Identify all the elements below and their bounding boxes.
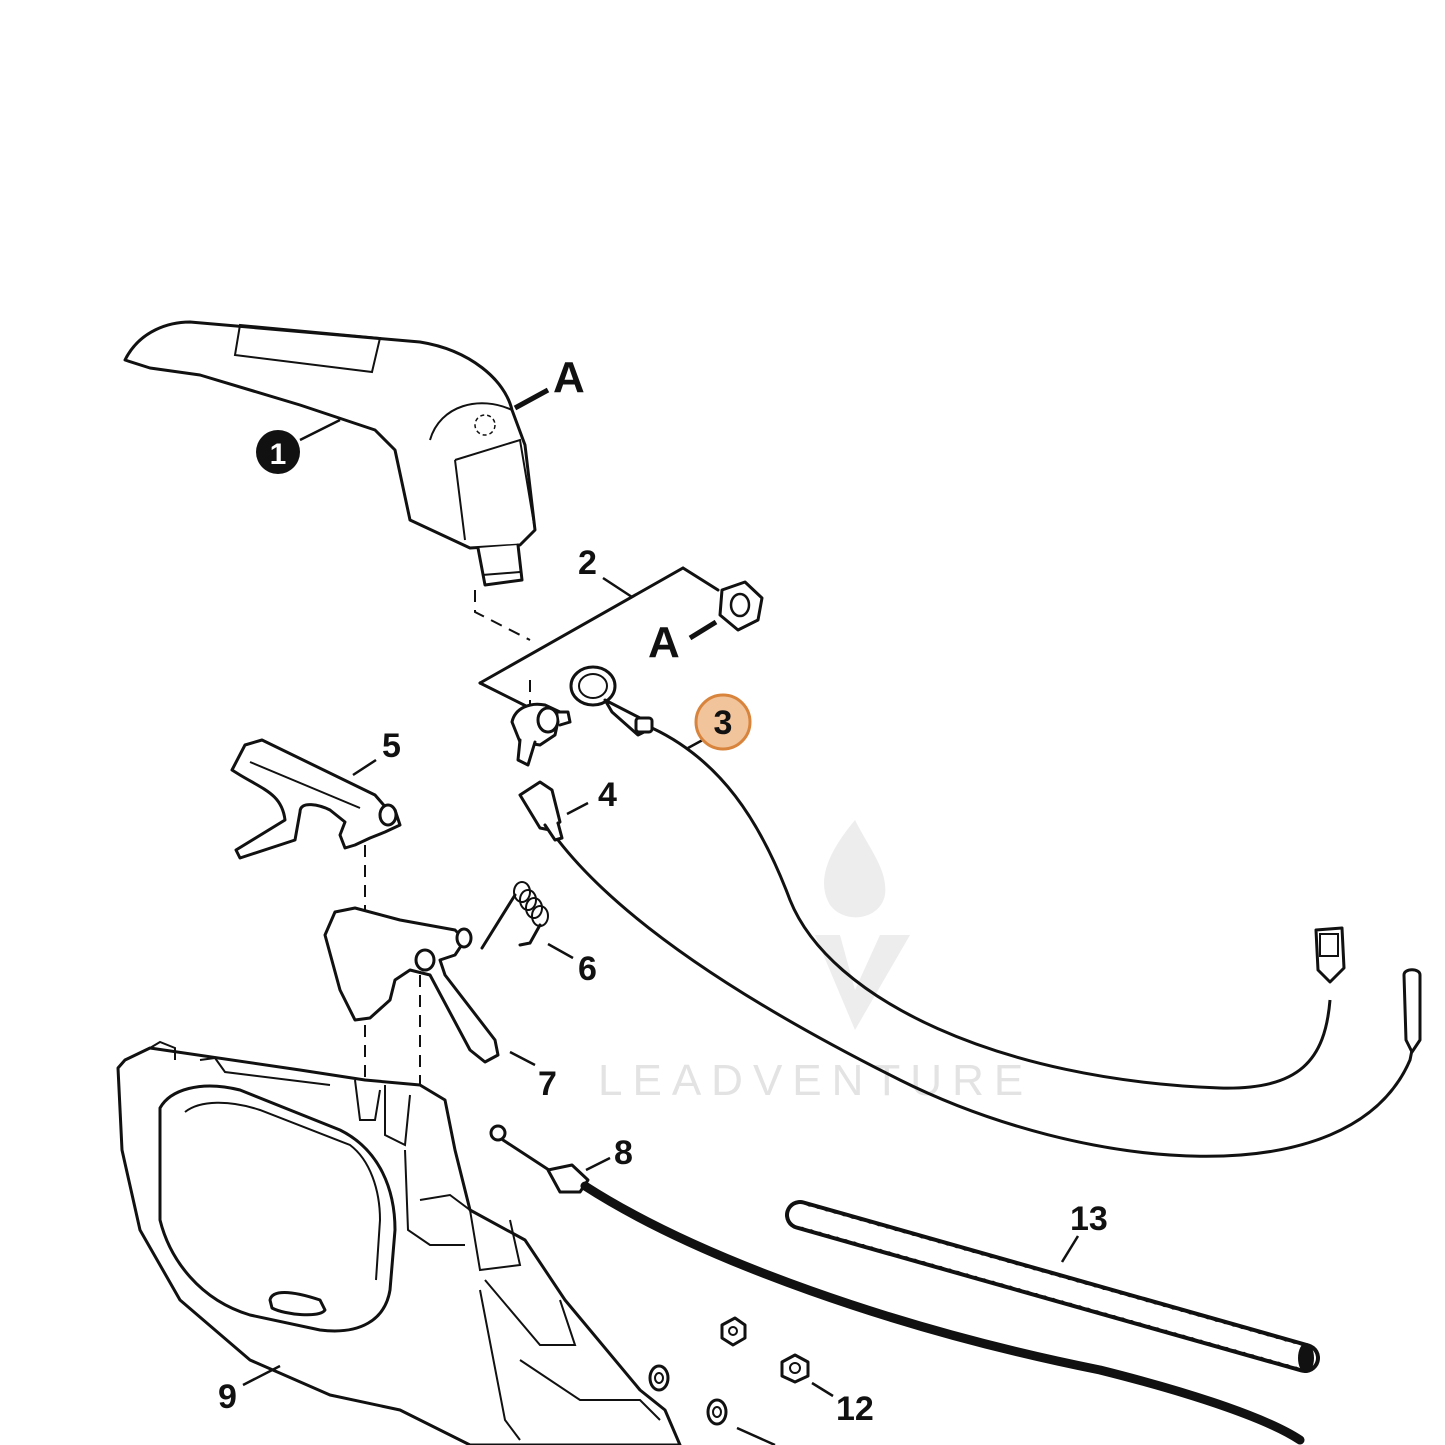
part-7-throttle-trigger[interactable] [323, 906, 500, 1064]
part-12-nuts[interactable] [648, 1316, 810, 1445]
callout-8[interactable]: 8 [614, 1134, 633, 1172]
callout-3-highlight[interactable]: 3 [687, 693, 752, 751]
part-5-throttle-lock[interactable] [230, 738, 402, 860]
part-13-corrugated-hose[interactable] [785, 1200, 1320, 1373]
callout-1[interactable]: 1 [256, 418, 341, 474]
leader-9 [242, 1364, 281, 1387]
leader-13 [1060, 1235, 1080, 1263]
leader-4 [566, 801, 589, 816]
part-8-throttle-cable[interactable] [489, 1124, 1305, 1445]
part-6-torsion-spring[interactable] [480, 881, 549, 950]
nut-part[interactable] [718, 580, 764, 632]
leader-5 [352, 758, 377, 777]
callout-5[interactable]: 5 [382, 727, 401, 765]
part-9-rear-handle[interactable] [116, 1040, 682, 1445]
callout-a-mid[interactable]: A [648, 618, 718, 667]
watermark-text: LEADVENTURE [598, 1056, 1033, 1105]
part-1-handle-cover[interactable] [123, 320, 537, 587]
part-4-short-circuit-wire[interactable] [518, 780, 1422, 1158]
callout-9[interactable]: 9 [218, 1378, 237, 1416]
callout-6[interactable]: 6 [578, 950, 597, 988]
callout-a-top[interactable]: A [513, 353, 585, 411]
leader-7 [509, 1050, 536, 1067]
callout-2[interactable]: 2 [578, 544, 597, 582]
callout-7[interactable]: 7 [538, 1065, 557, 1103]
callout-4[interactable]: 4 [598, 776, 617, 814]
svg-text:A: A [648, 618, 680, 667]
svg-text:A: A [553, 353, 585, 402]
callout-12[interactable]: 12 [836, 1390, 874, 1428]
stop-switch[interactable] [510, 702, 572, 767]
svg-text:3: 3 [714, 704, 733, 742]
callout-13[interactable]: 13 [1070, 1200, 1108, 1238]
part-3-ground-wire[interactable] [569, 665, 1346, 1090]
leader-12 [811, 1381, 834, 1398]
leader-8 [585, 1156, 611, 1172]
watermark-logo [815, 820, 910, 1030]
kit-bracket-2 [478, 566, 720, 710]
leader-6 [547, 942, 574, 960]
svg-text:1: 1 [270, 438, 287, 471]
